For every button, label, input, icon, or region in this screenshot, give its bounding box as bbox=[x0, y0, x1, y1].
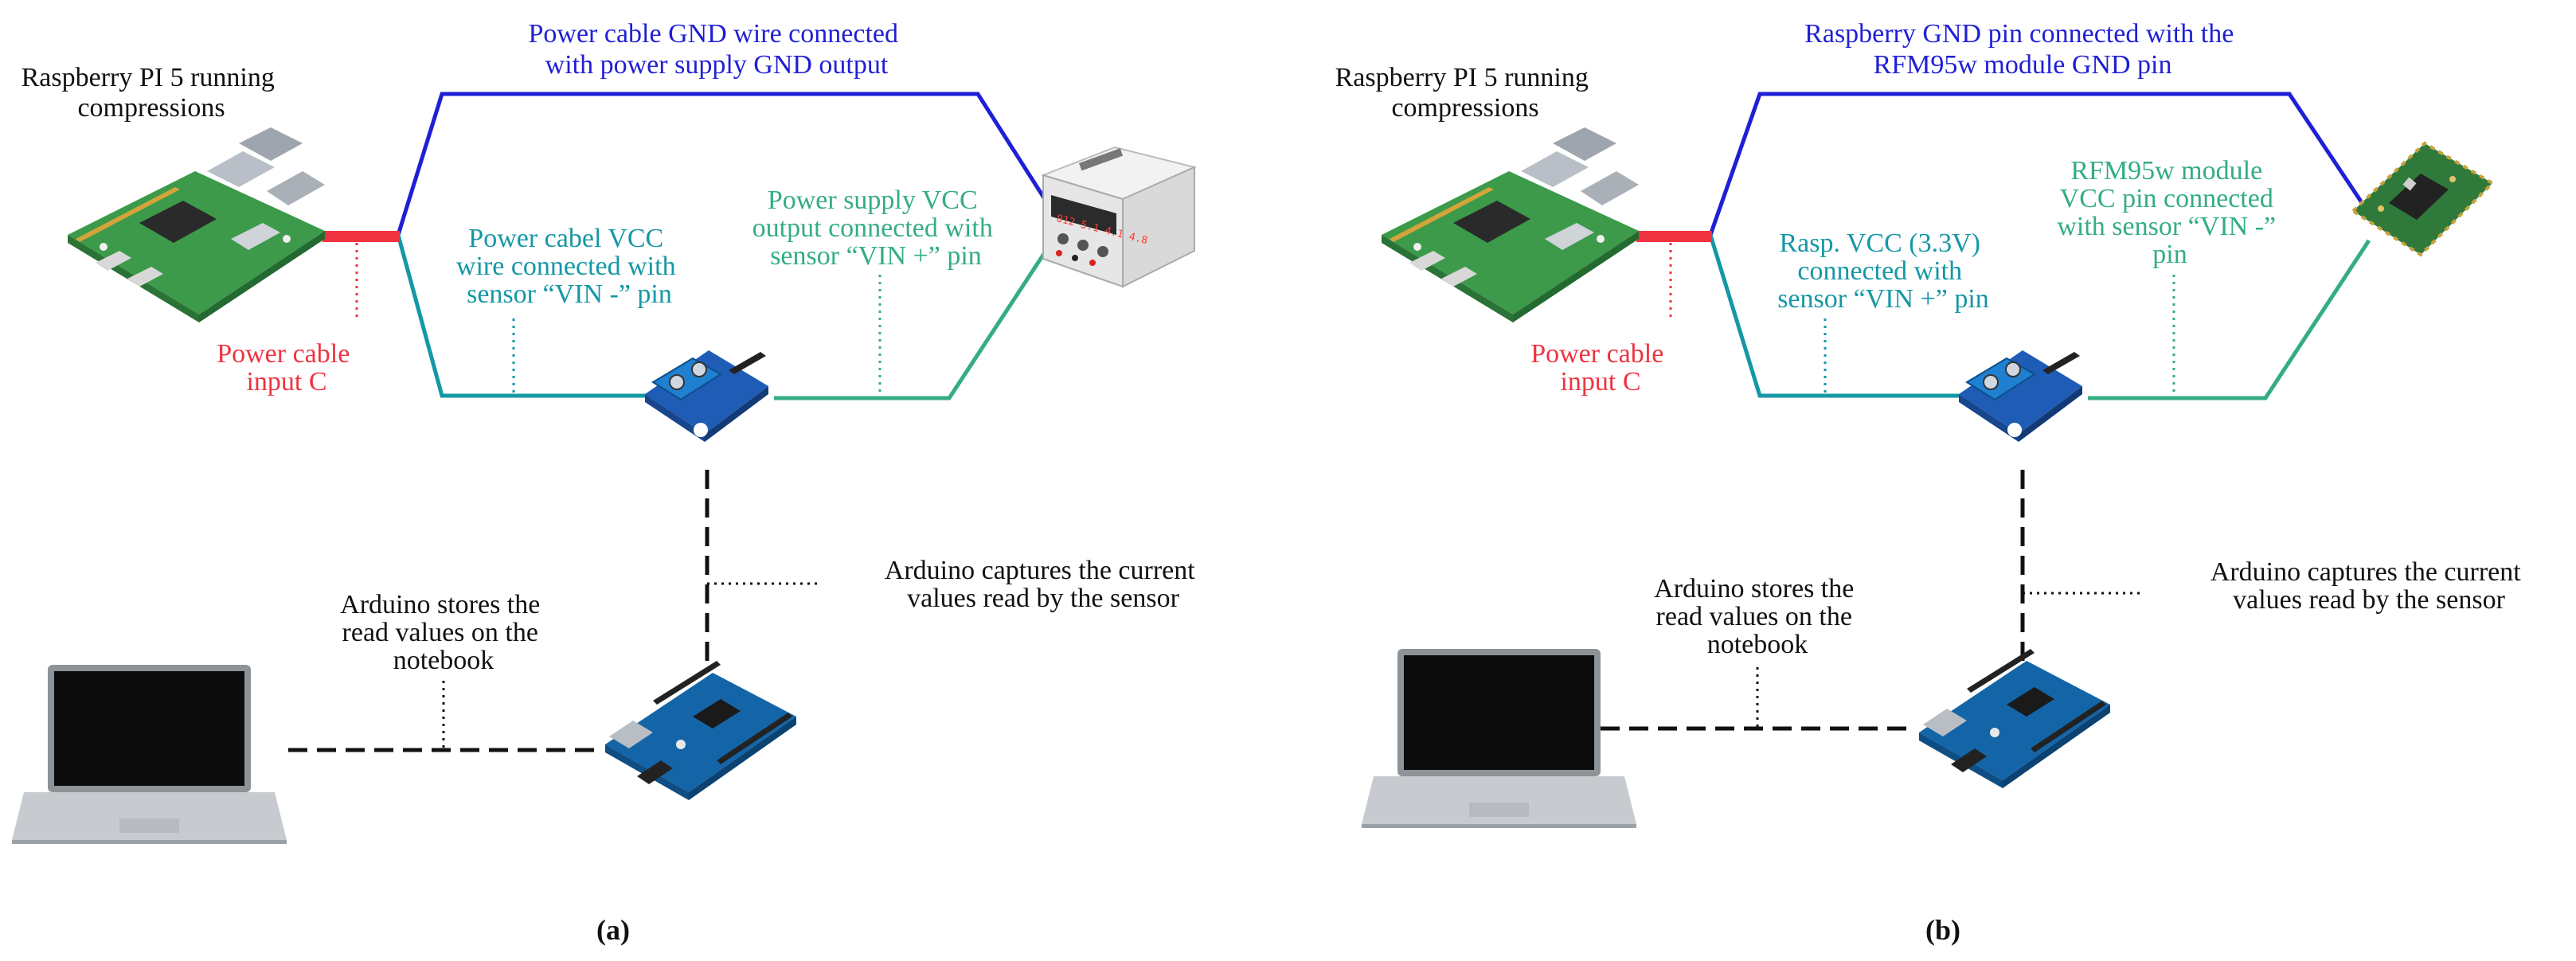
gnd-label-b: Raspberry GND pin connected with the RFM… bbox=[1804, 19, 2241, 80]
rfm95w-radio-module-icon bbox=[2350, 141, 2496, 257]
current-sensor-board-icon bbox=[645, 350, 768, 442]
caption-a: (a) bbox=[596, 914, 630, 946]
vcc-sensor-label-a: Power cabel VCC wire connected with sens… bbox=[456, 224, 682, 309]
arduino-capture-label-a: Arduino captures the current values read… bbox=[885, 556, 1202, 613]
current-sensor-board-icon bbox=[1959, 350, 2082, 442]
panel-a: 012 5.1 4.1 4.8 bbox=[12, 19, 1202, 946]
raspberry-pi-5-board-icon bbox=[68, 127, 325, 322]
notebook-icon bbox=[12, 665, 287, 844]
bench-power-supply-icon: 012 5.1 4.1 4.8 bbox=[1040, 146, 1198, 288]
raspberry-label-a: Raspberry PI 5 running compressions bbox=[21, 63, 282, 123]
wires-a bbox=[288, 92, 1053, 752]
vcc-supply-label-b: RFM95w module VCC pin connected with sen… bbox=[2057, 156, 2282, 269]
power-input-label-b: Power cable input C bbox=[1530, 339, 1671, 397]
vcc-supply-label-a: Power supply VCC output connected with s… bbox=[752, 186, 1000, 271]
raspberry-pi-5-board-icon bbox=[1382, 127, 1639, 322]
arduino-store-label-a: Arduino stores the read values on the no… bbox=[340, 590, 547, 675]
arduino-uno-board-icon bbox=[605, 661, 796, 800]
power-input-label-a: Power cable input C bbox=[217, 339, 357, 397]
gnd-label-a: Power cable GND wire connected with powe… bbox=[529, 19, 905, 80]
notebook-icon bbox=[1362, 649, 1636, 828]
caption-b: (b) bbox=[1925, 914, 1960, 946]
arduino-capture-label-b: Arduino captures the current values read… bbox=[2211, 557, 2527, 615]
arduino-store-label-b: Arduino stores the read values on the no… bbox=[1654, 574, 1861, 659]
vcc-sensor-label-b: Rasp. VCC (3.3V) connected with sensor “… bbox=[1777, 229, 1989, 314]
raspberry-label-b: Raspberry PI 5 running compressions bbox=[1335, 63, 1596, 123]
vcc-supply-wire-a bbox=[774, 241, 1053, 400]
gnd-wire-a bbox=[396, 92, 1047, 236]
vcc-sensor-wire-b bbox=[1708, 234, 1959, 398]
wires-b bbox=[1601, 92, 2371, 731]
arduino-uno-board-icon bbox=[1919, 649, 2110, 788]
panel-b: Raspberry PI 5 running compressions Rasp… bbox=[1335, 19, 2527, 946]
gnd-wire-b bbox=[1708, 92, 2371, 236]
vcc-supply-wire-b bbox=[2088, 239, 2371, 400]
vcc-sensor-wire-a bbox=[396, 234, 647, 398]
